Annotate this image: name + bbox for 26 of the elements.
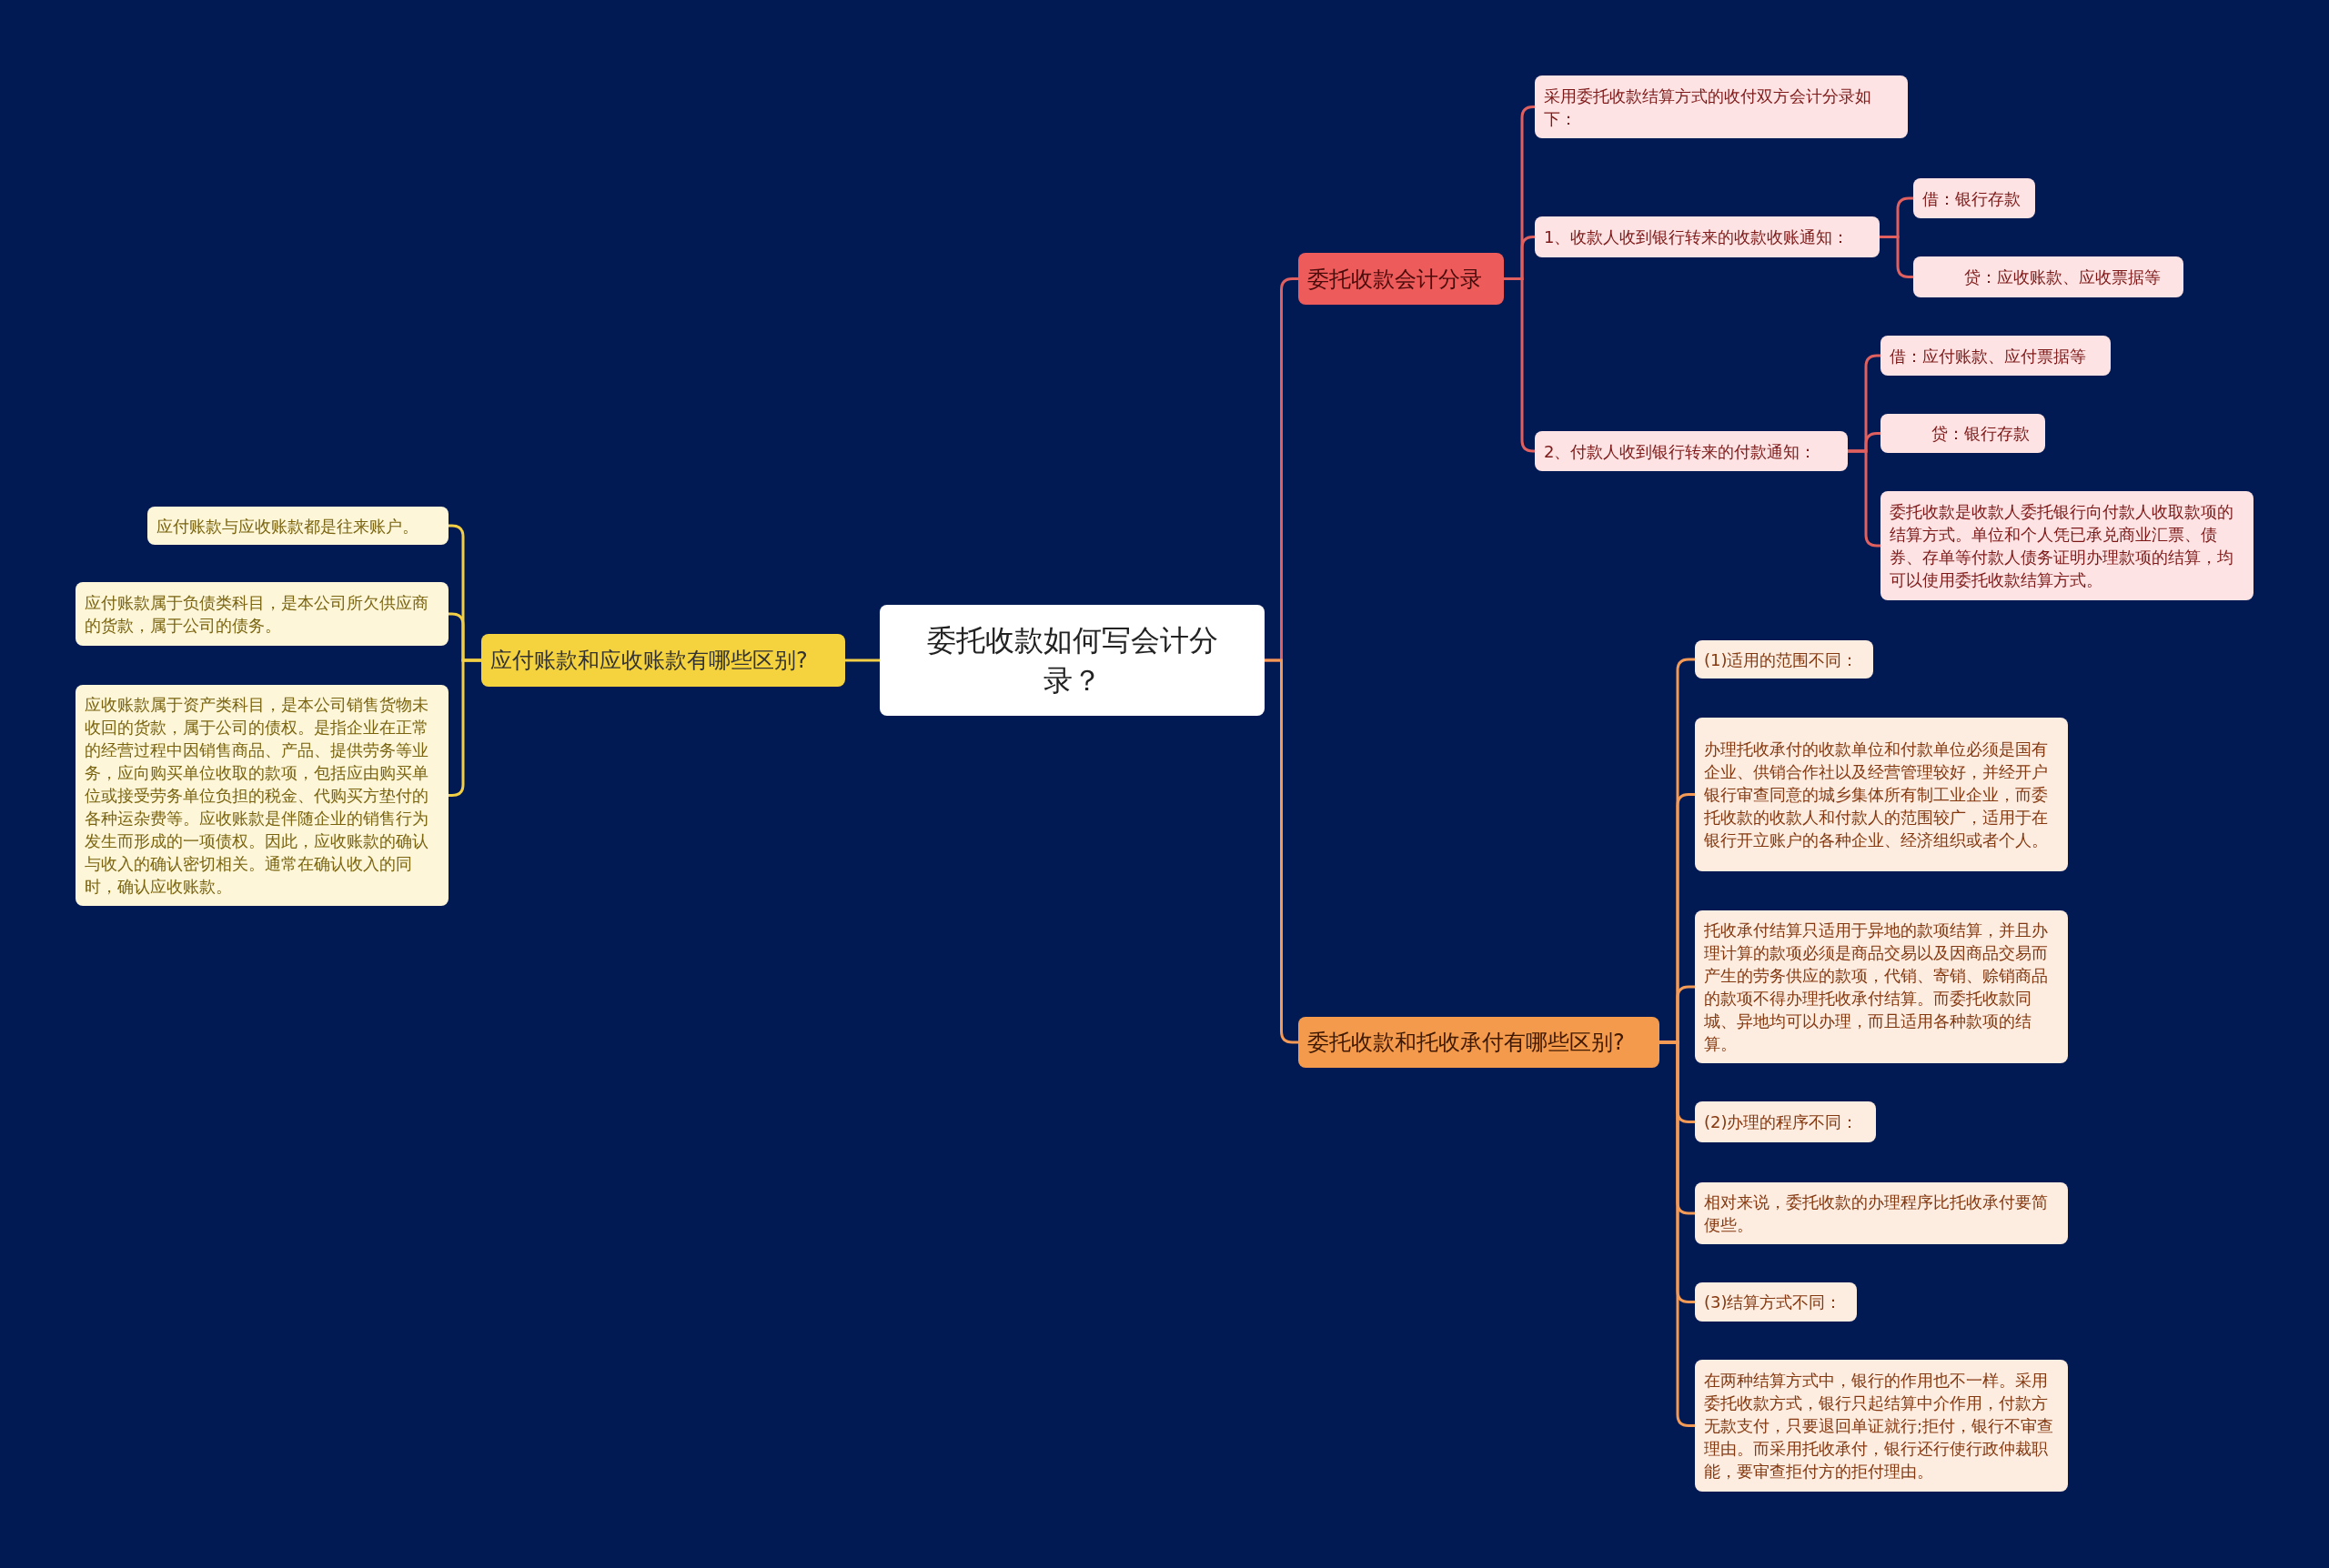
- connector-line: [1265, 658, 1298, 1044]
- connector-line: [845, 658, 880, 662]
- subtopic-box: 托收承付结算只适用于异地的款项结算，并且办理计算的款项必须是商品交易以及因商品交易而产生的劳务供应的款项，代销、寄销、赊销商品的款项不得办理托收承付结算。而委托收款同城、异地均可以办理，而且适用各种款项的结算。: [1695, 910, 2068, 1063]
- subtopic-box: (3)结算方式不同：: [1695, 1282, 1857, 1322]
- branch-topic-box: 委托收款会计分录: [1298, 253, 1504, 305]
- subtopic-box: (2)办理的程序不同：: [1695, 1101, 1876, 1142]
- branch-topic-box: 委托收款和托收承付有哪些区别?: [1298, 1017, 1659, 1068]
- subtopic-box: 相对来说，委托收款的办理程序比托收承付要简便些。: [1695, 1182, 2068, 1244]
- subtopic-box: 借：应付账款、应付票据等: [1880, 336, 2111, 376]
- subtopic-box: 贷：应收账款、应收票据等: [1913, 256, 2183, 297]
- subtopic-box: 1、收款人收到银行转来的收款收账通知：: [1535, 216, 1880, 257]
- branch-topic-box: 应付账款和应收账款有哪些区别?: [481, 634, 845, 687]
- subtopic-box: 委托收款是收款人委托银行向付款人收取款项的结算方式。单位和个人凭已承兑商业汇票、债券、存单等付款人债务证明办理款项的结算，均可以使用委托收款结算方式。: [1880, 491, 2253, 600]
- subtopic-box: 办理托收承付的收款单位和付款单位必须是国有企业、供销合作社以及经营管理较好，并经开户银行审查同意的城乡集体所有制工业企业，而委托收款的收款人和付款人的范围较广，适用于在银行开立账户的各种企业、经济组织或者个人。: [1695, 718, 2068, 871]
- subtopic-box: 应付账款与应收账款都是往来账户。: [147, 507, 449, 545]
- subtopic-box: 贷：银行存款: [1880, 414, 2045, 453]
- root-topic-box: 委托收款如何写会计分录？: [880, 605, 1265, 716]
- subtopic-box: (1)适用的范围不同：: [1695, 640, 1873, 678]
- subtopic-box: 采用委托收款结算方式的收付双方会计分录如下：: [1535, 75, 1908, 138]
- subtopic-box: 应付账款属于负债类科目，是本公司所欠供应商的货款，属于公司的债务。: [76, 582, 449, 646]
- connector-line: [1880, 236, 1913, 278]
- subtopic-box: 在两种结算方式中，银行的作用也不一样。采用委托收款方式，银行只起结算中介作用，付款方无款支付，只要退回单证就行;拒付，银行不审查理由。而采用托收承付，银行还行使行政仲裁职能，要审查拒付方的拒付理由。: [1695, 1360, 2068, 1492]
- connector-line: [1659, 1040, 1695, 1427]
- subtopic-box: 应收账款属于资产类科目，是本公司销售货物未收回的货款，属于公司的债权。是指企业在正常的经营过程中因销售商品、产品、提供劳务等业务，应向购买单位收取的款项，包括应由购买单位或接受劳务单位负担的税金、代购买方垫付的各种运杂费等。应收账款是伴随企业的销售行为发生而形成的一项债权。因此，应收账款的确认与收入的确认密切相关。通常在确认收入的同时，确认应收账款。: [76, 685, 449, 906]
- subtopic-box: 2、付款人收到银行转来的付款通知：: [1535, 431, 1848, 471]
- subtopic-box: 借：银行存款: [1913, 178, 2035, 218]
